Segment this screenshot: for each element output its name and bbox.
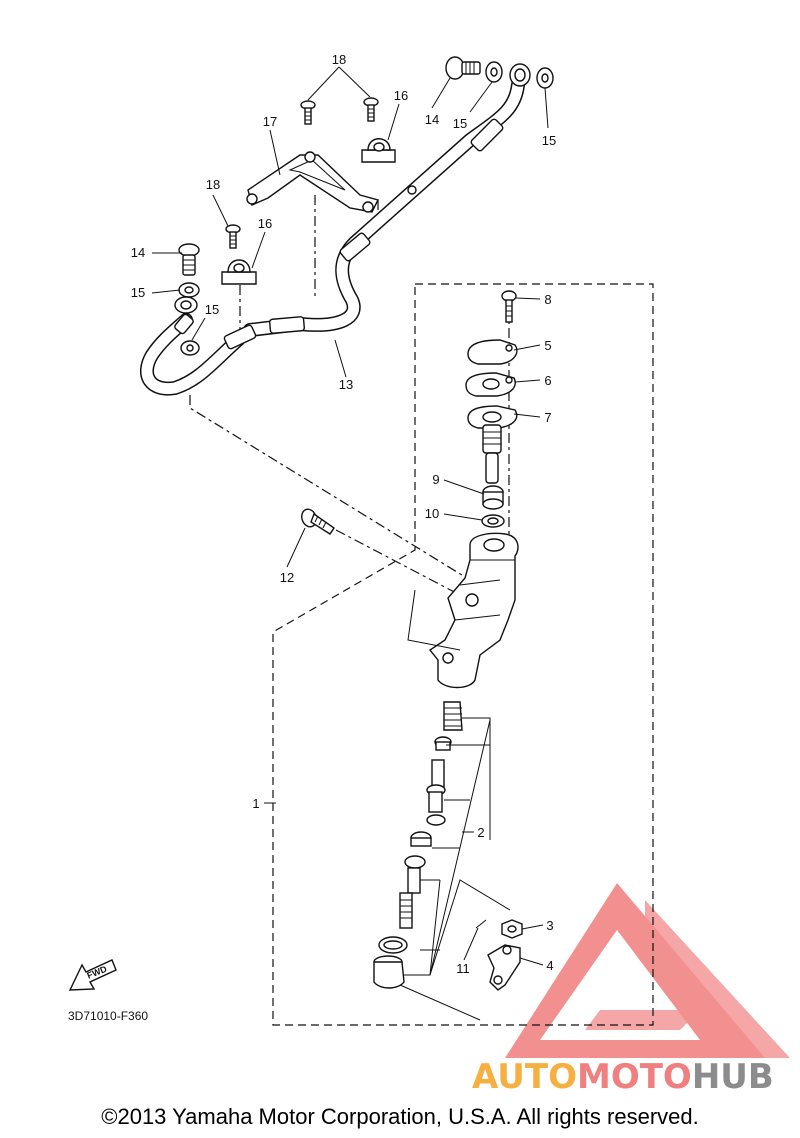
label-7: 7 — [544, 410, 551, 425]
kit-bracket-lines — [399, 717, 511, 1021]
screw-18-b — [363, 97, 379, 122]
copyright-notice: ©2013 Yamaha Motor Corporation, U.S.A. A… — [101, 1104, 698, 1129]
label-5: 5 — [544, 338, 551, 353]
label-15-top-b: 15 — [542, 133, 556, 148]
circlip-10 — [481, 514, 505, 528]
master-cylinder-body — [407, 532, 519, 689]
bolt-8 — [501, 290, 517, 323]
banjo-bolt-left — [178, 243, 200, 276]
hose-clamp-16-a — [361, 138, 396, 163]
label-18-top: 18 — [332, 52, 346, 67]
label-15-top-a: 15 — [453, 116, 467, 131]
label-14-left: 14 — [131, 245, 145, 260]
fwd-arrow-icon: FWD — [68, 959, 117, 991]
label-3: 3 — [546, 918, 553, 933]
label-11: 11 — [456, 961, 470, 976]
label-12: 12 — [280, 570, 294, 585]
alignment-lines — [189, 195, 510, 596]
label-16-top: 16 — [394, 88, 408, 103]
label-14-top: 14 — [425, 112, 439, 127]
clevis-4 — [487, 944, 521, 991]
label-15-left-b: 15 — [205, 302, 219, 317]
label-18-left: 18 — [206, 177, 220, 192]
diaphragm-7 — [467, 405, 518, 484]
watermark-text: AUTOMOTOHUB — [472, 1057, 774, 1097]
label-9: 9 — [432, 472, 439, 487]
banjo-bolt-top — [445, 56, 481, 80]
leader-lines — [151, 66, 549, 966]
label-2: 2 — [477, 825, 484, 840]
label-17: 17 — [263, 114, 277, 129]
diaphragm-plate-6 — [465, 372, 516, 397]
reservoir-cap-5 — [467, 339, 518, 365]
seal-9 — [482, 485, 504, 510]
bolt-12 — [301, 508, 335, 535]
label-15-left-a: 15 — [131, 285, 145, 300]
brake-hose — [140, 78, 525, 396]
cotter-pin-11 — [475, 919, 487, 929]
label-13: 13 — [339, 377, 353, 392]
screw-18-c — [225, 224, 241, 249]
label-1: 1 — [252, 796, 259, 811]
nut-3 — [501, 919, 523, 939]
diagram-code: 3D71010-F360 — [68, 1009, 148, 1023]
hose-bracket — [246, 151, 380, 213]
label-6: 6 — [544, 373, 551, 388]
callout-labels: 18 16 17 14 15 15 18 16 14 15 15 13 8 5 … — [131, 52, 556, 976]
label-4: 4 — [546, 958, 553, 973]
assembly-outline — [272, 283, 654, 1026]
screw-18-a — [300, 100, 316, 125]
hose-clamp-16-b — [221, 259, 257, 285]
piston-kit — [373, 701, 463, 989]
label-8: 8 — [544, 292, 551, 307]
label-10: 10 — [425, 506, 439, 521]
label-16-left: 16 — [258, 216, 272, 231]
